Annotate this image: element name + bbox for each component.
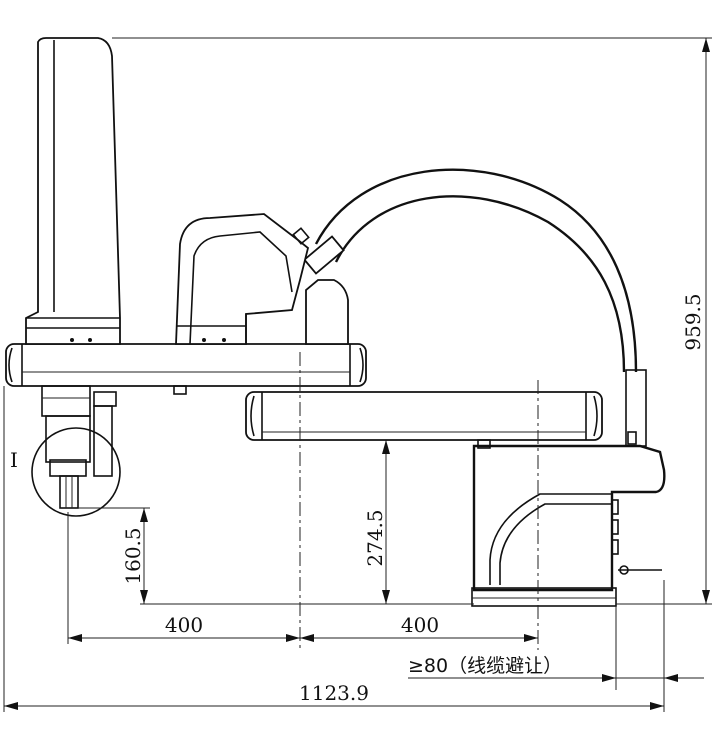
detail-circle (31, 427, 121, 517)
dim-tool-offset-label: 160.5 (121, 527, 145, 584)
dim-tool-offset (78, 507, 150, 604)
dim-cable-clearance (408, 580, 704, 712)
detail-label: I (10, 448, 18, 472)
arm-2 (245, 391, 603, 449)
robot-base (471, 444, 666, 607)
arm-1 (5, 213, 367, 395)
dim-arm1-label: 400 (165, 613, 203, 637)
dim-cable-clearance-label: ≥80（线缆避让） (408, 655, 562, 677)
dim-total-width-label: 1123.9 (299, 681, 369, 705)
dim-total-width (3, 386, 664, 712)
dim-z-stroke (140, 440, 474, 605)
dim-total-height-label: 959.5 (681, 293, 705, 350)
dim-arm-lengths (67, 512, 538, 644)
cable-conduit (303, 168, 647, 447)
dim-arm2-label: 400 (401, 613, 439, 637)
z-column (25, 37, 121, 345)
dim-z-stroke-label: 274.5 (363, 509, 387, 566)
spline-shaft (31, 385, 121, 517)
